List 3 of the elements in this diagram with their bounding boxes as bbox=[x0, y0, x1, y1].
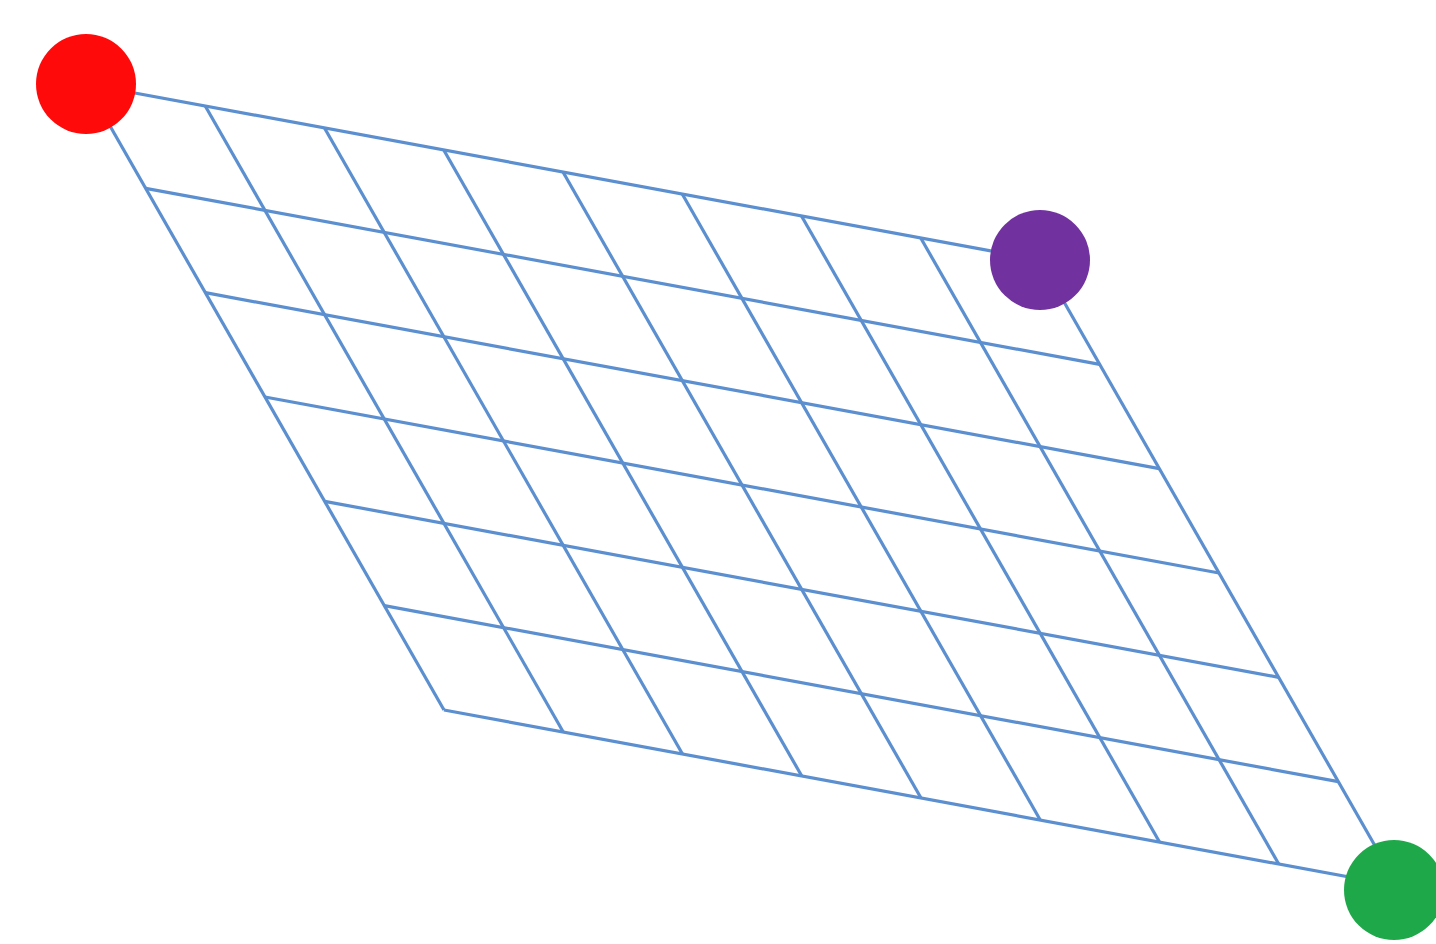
circle-marker bbox=[36, 34, 136, 134]
circle-marker bbox=[990, 210, 1090, 310]
circle-marker bbox=[1344, 840, 1436, 940]
